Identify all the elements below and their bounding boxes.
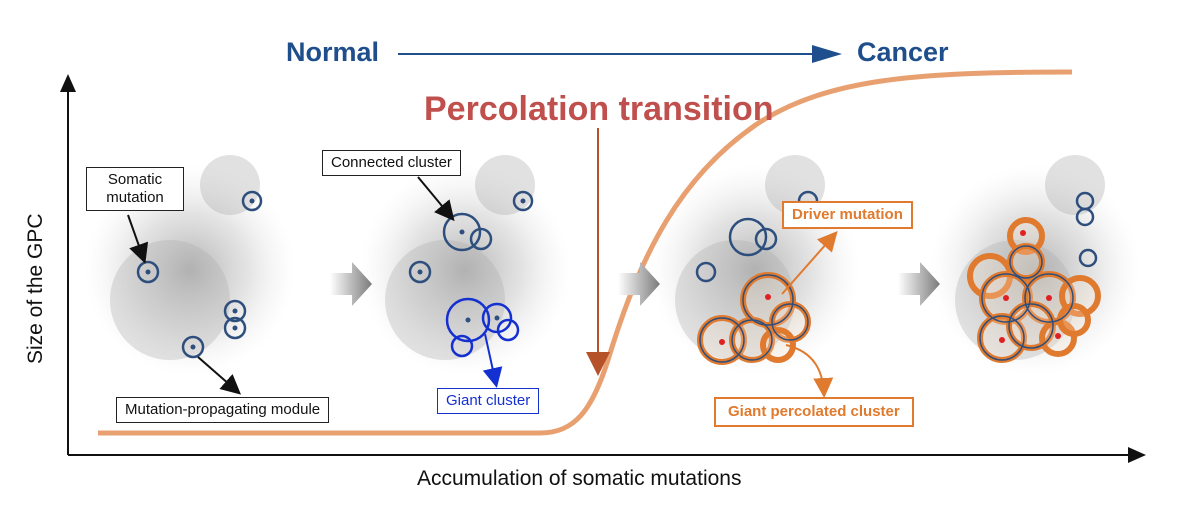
stage2-giant-cluster (445, 297, 520, 358)
stage3-driver-dots (719, 294, 771, 345)
stage2-connected-cluster (408, 190, 534, 284)
y-axis-arrowhead (60, 74, 76, 92)
stage-arrow-3 (898, 262, 940, 306)
connected-cluster-pointer (417, 176, 455, 222)
module-pointer (197, 356, 242, 395)
network-2 (360, 155, 570, 375)
stage-arrow-2 (618, 262, 660, 306)
stage-arrow-1 (330, 262, 372, 306)
percolation-curve (98, 69, 1073, 436)
giant-cluster-callout: Giant cluster (437, 388, 540, 414)
cancer-label: Cancer (857, 37, 949, 67)
stage4-small-clusters (1075, 191, 1098, 268)
driver-mutation-callout: Driver mutation (782, 201, 913, 229)
percolation-transition-title: Percolation transition (424, 90, 774, 128)
y-axis-label: Size of the GPC (24, 213, 47, 364)
x-axis-arrowhead (1128, 447, 1146, 463)
giant-percolated-callout: Giant percolated cluster (714, 397, 914, 427)
giant-percolated-pointer (785, 344, 834, 398)
connected-cluster-callout: Connected cluster (322, 150, 461, 176)
mutation-module-callout: Mutation-propagating module (116, 397, 330, 423)
somatic-mutation-line-1: Somatic (107, 171, 163, 188)
stage4-driver-dots (999, 230, 1061, 343)
somatic-mutation-callout: Somatic mutation (86, 167, 184, 211)
somatic-mutation-pointer (127, 214, 149, 264)
normal-to-cancer-arrowhead (812, 45, 842, 63)
somatic-mutation-line-2: mutation (106, 189, 164, 206)
x-axis-label: Accumulation of somatic mutations (417, 467, 742, 490)
normal-label: Normal (286, 37, 380, 67)
giant-cluster-pointer (482, 333, 503, 388)
driver-mutation-pointer (781, 231, 838, 295)
